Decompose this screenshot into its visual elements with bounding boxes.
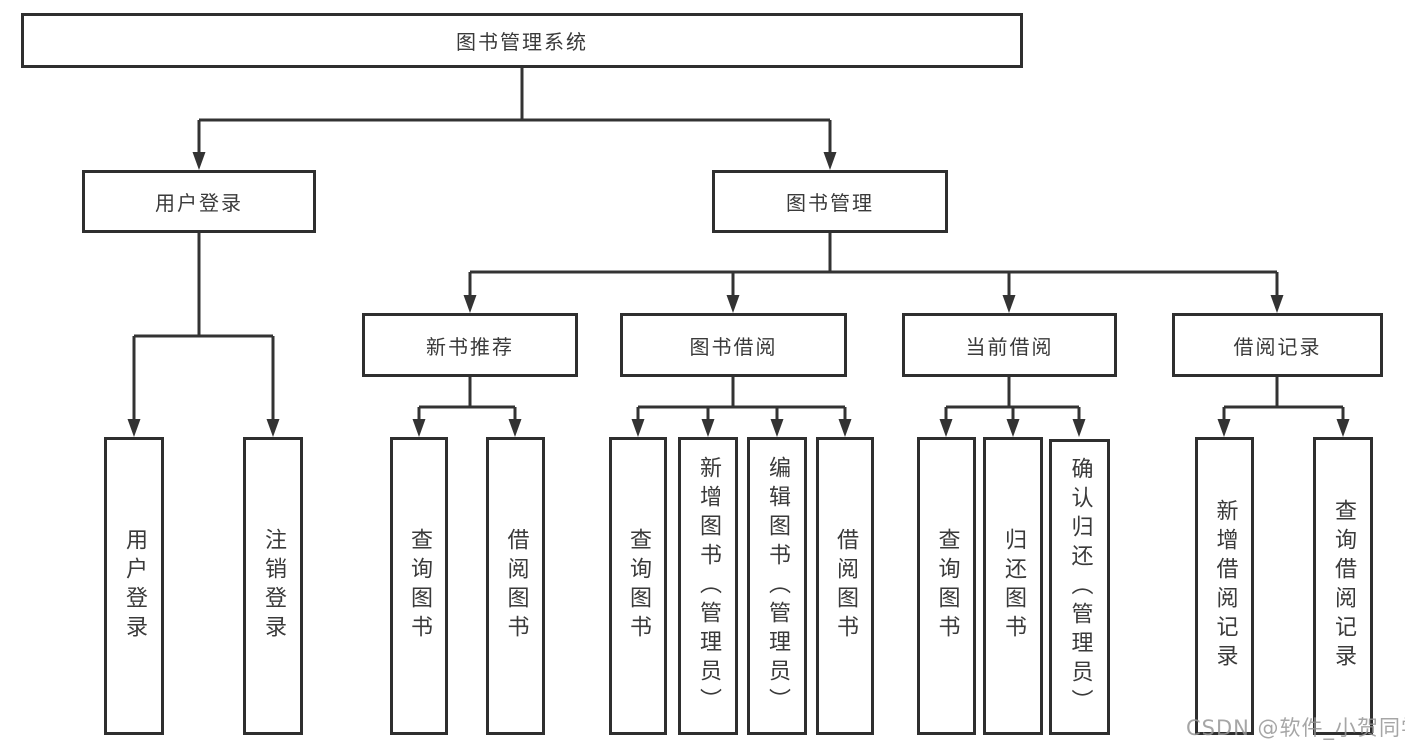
leaf-borrow-books-recommend: 借阅图书	[486, 437, 545, 735]
node-label: 借阅记录	[1233, 334, 1322, 359]
node-borrow-records: 借阅记录	[1172, 313, 1383, 377]
node-label: 确认归还（管理员）	[1067, 456, 1093, 718]
node-label: 新增图书（管理员）	[696, 455, 721, 717]
node-label: 借阅图书	[503, 528, 529, 644]
leaf-borrow-books: 借阅图书	[816, 437, 874, 735]
node-book-management: 图书管理	[712, 170, 948, 233]
node-label: 新书推荐	[426, 334, 514, 359]
leaf-edit-book-admin: 编辑图书（管理员）	[747, 437, 807, 735]
leaf-query-books-recommend: 查询图书	[390, 437, 448, 735]
node-label: 编辑图书（管理员）	[765, 455, 790, 717]
node-label: 用户登录	[122, 528, 147, 644]
leaf-return-book: 归还图书	[983, 437, 1043, 735]
node-label: 用户登录	[155, 191, 243, 215]
leaf-confirm-return-admin: 确认归还（管理员）	[1049, 439, 1110, 735]
leaf-query-borrow-record: 查询借阅记录	[1313, 437, 1373, 735]
leaf-logout: 注销登录	[243, 437, 303, 735]
csdn-watermark: CSDN @软件_小贺同学	[1186, 716, 1405, 740]
leaf-add-borrow-record: 新增借阅记录	[1195, 437, 1254, 735]
node-label: 查询图书	[934, 528, 960, 644]
leaf-query-books-borrow: 查询图书	[609, 437, 667, 735]
node-label: 查询图书	[626, 528, 651, 644]
node-label: 新增借阅记录	[1212, 499, 1238, 673]
node-label: 借阅图书	[833, 528, 858, 644]
node-new-book-recommend: 新书推荐	[362, 313, 578, 377]
node-label: 图书管理	[786, 191, 874, 215]
node-label: 归还图书	[1001, 528, 1026, 644]
leaf-add-book-admin: 新增图书（管理员）	[678, 437, 738, 735]
node-label: 查询借阅记录	[1331, 499, 1356, 673]
node-label: 图书借阅	[689, 334, 778, 359]
node-user-login: 用户登录	[82, 170, 316, 233]
node-library-management-system: 图书管理系统	[21, 13, 1023, 68]
leaf-user-login: 用户登录	[104, 437, 164, 735]
node-label: 注销登录	[261, 528, 286, 644]
node-label: 当前借阅	[965, 334, 1054, 359]
node-current-borrow: 当前借阅	[902, 313, 1117, 377]
node-label: 查询图书	[407, 528, 432, 644]
node-book-borrow: 图书借阅	[620, 313, 847, 377]
node-label: 图书管理系统	[456, 30, 588, 54]
leaf-query-books-current: 查询图书	[917, 437, 976, 735]
